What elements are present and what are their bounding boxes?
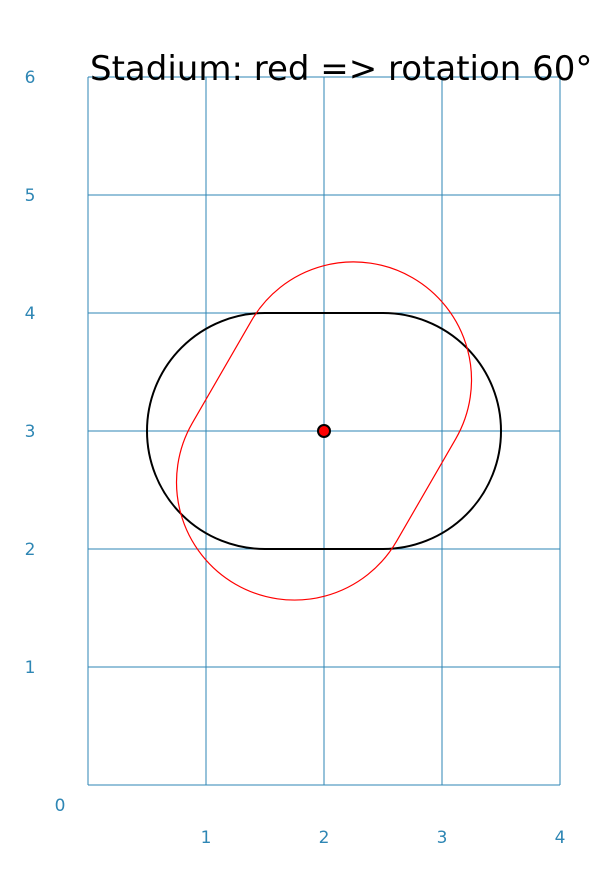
y-tick-label: 6 xyxy=(25,68,36,88)
x-tick-label: 3 xyxy=(437,828,448,848)
tick-labels: 0 1 2 3 4 1 2 3 4 5 6 xyxy=(25,68,566,848)
chart-title: Stadium: red => rotation 60° xyxy=(90,49,592,89)
y-tick-label: 4 xyxy=(25,304,36,324)
x-tick-label: 1 xyxy=(201,828,212,848)
x-tick-label: 0 xyxy=(55,796,66,816)
x-tick-label: 4 xyxy=(555,828,566,848)
rotated-stadium xyxy=(175,261,473,601)
center-point xyxy=(317,424,331,438)
grid xyxy=(87,76,561,786)
shapes xyxy=(146,261,502,601)
y-tick-label: 3 xyxy=(25,422,36,442)
y-tick-label: 1 xyxy=(25,658,36,678)
y-tick-label: 2 xyxy=(25,540,36,560)
y-tick-label: 5 xyxy=(25,186,36,206)
x-tick-label: 2 xyxy=(319,828,330,848)
original-stadium xyxy=(146,312,502,550)
